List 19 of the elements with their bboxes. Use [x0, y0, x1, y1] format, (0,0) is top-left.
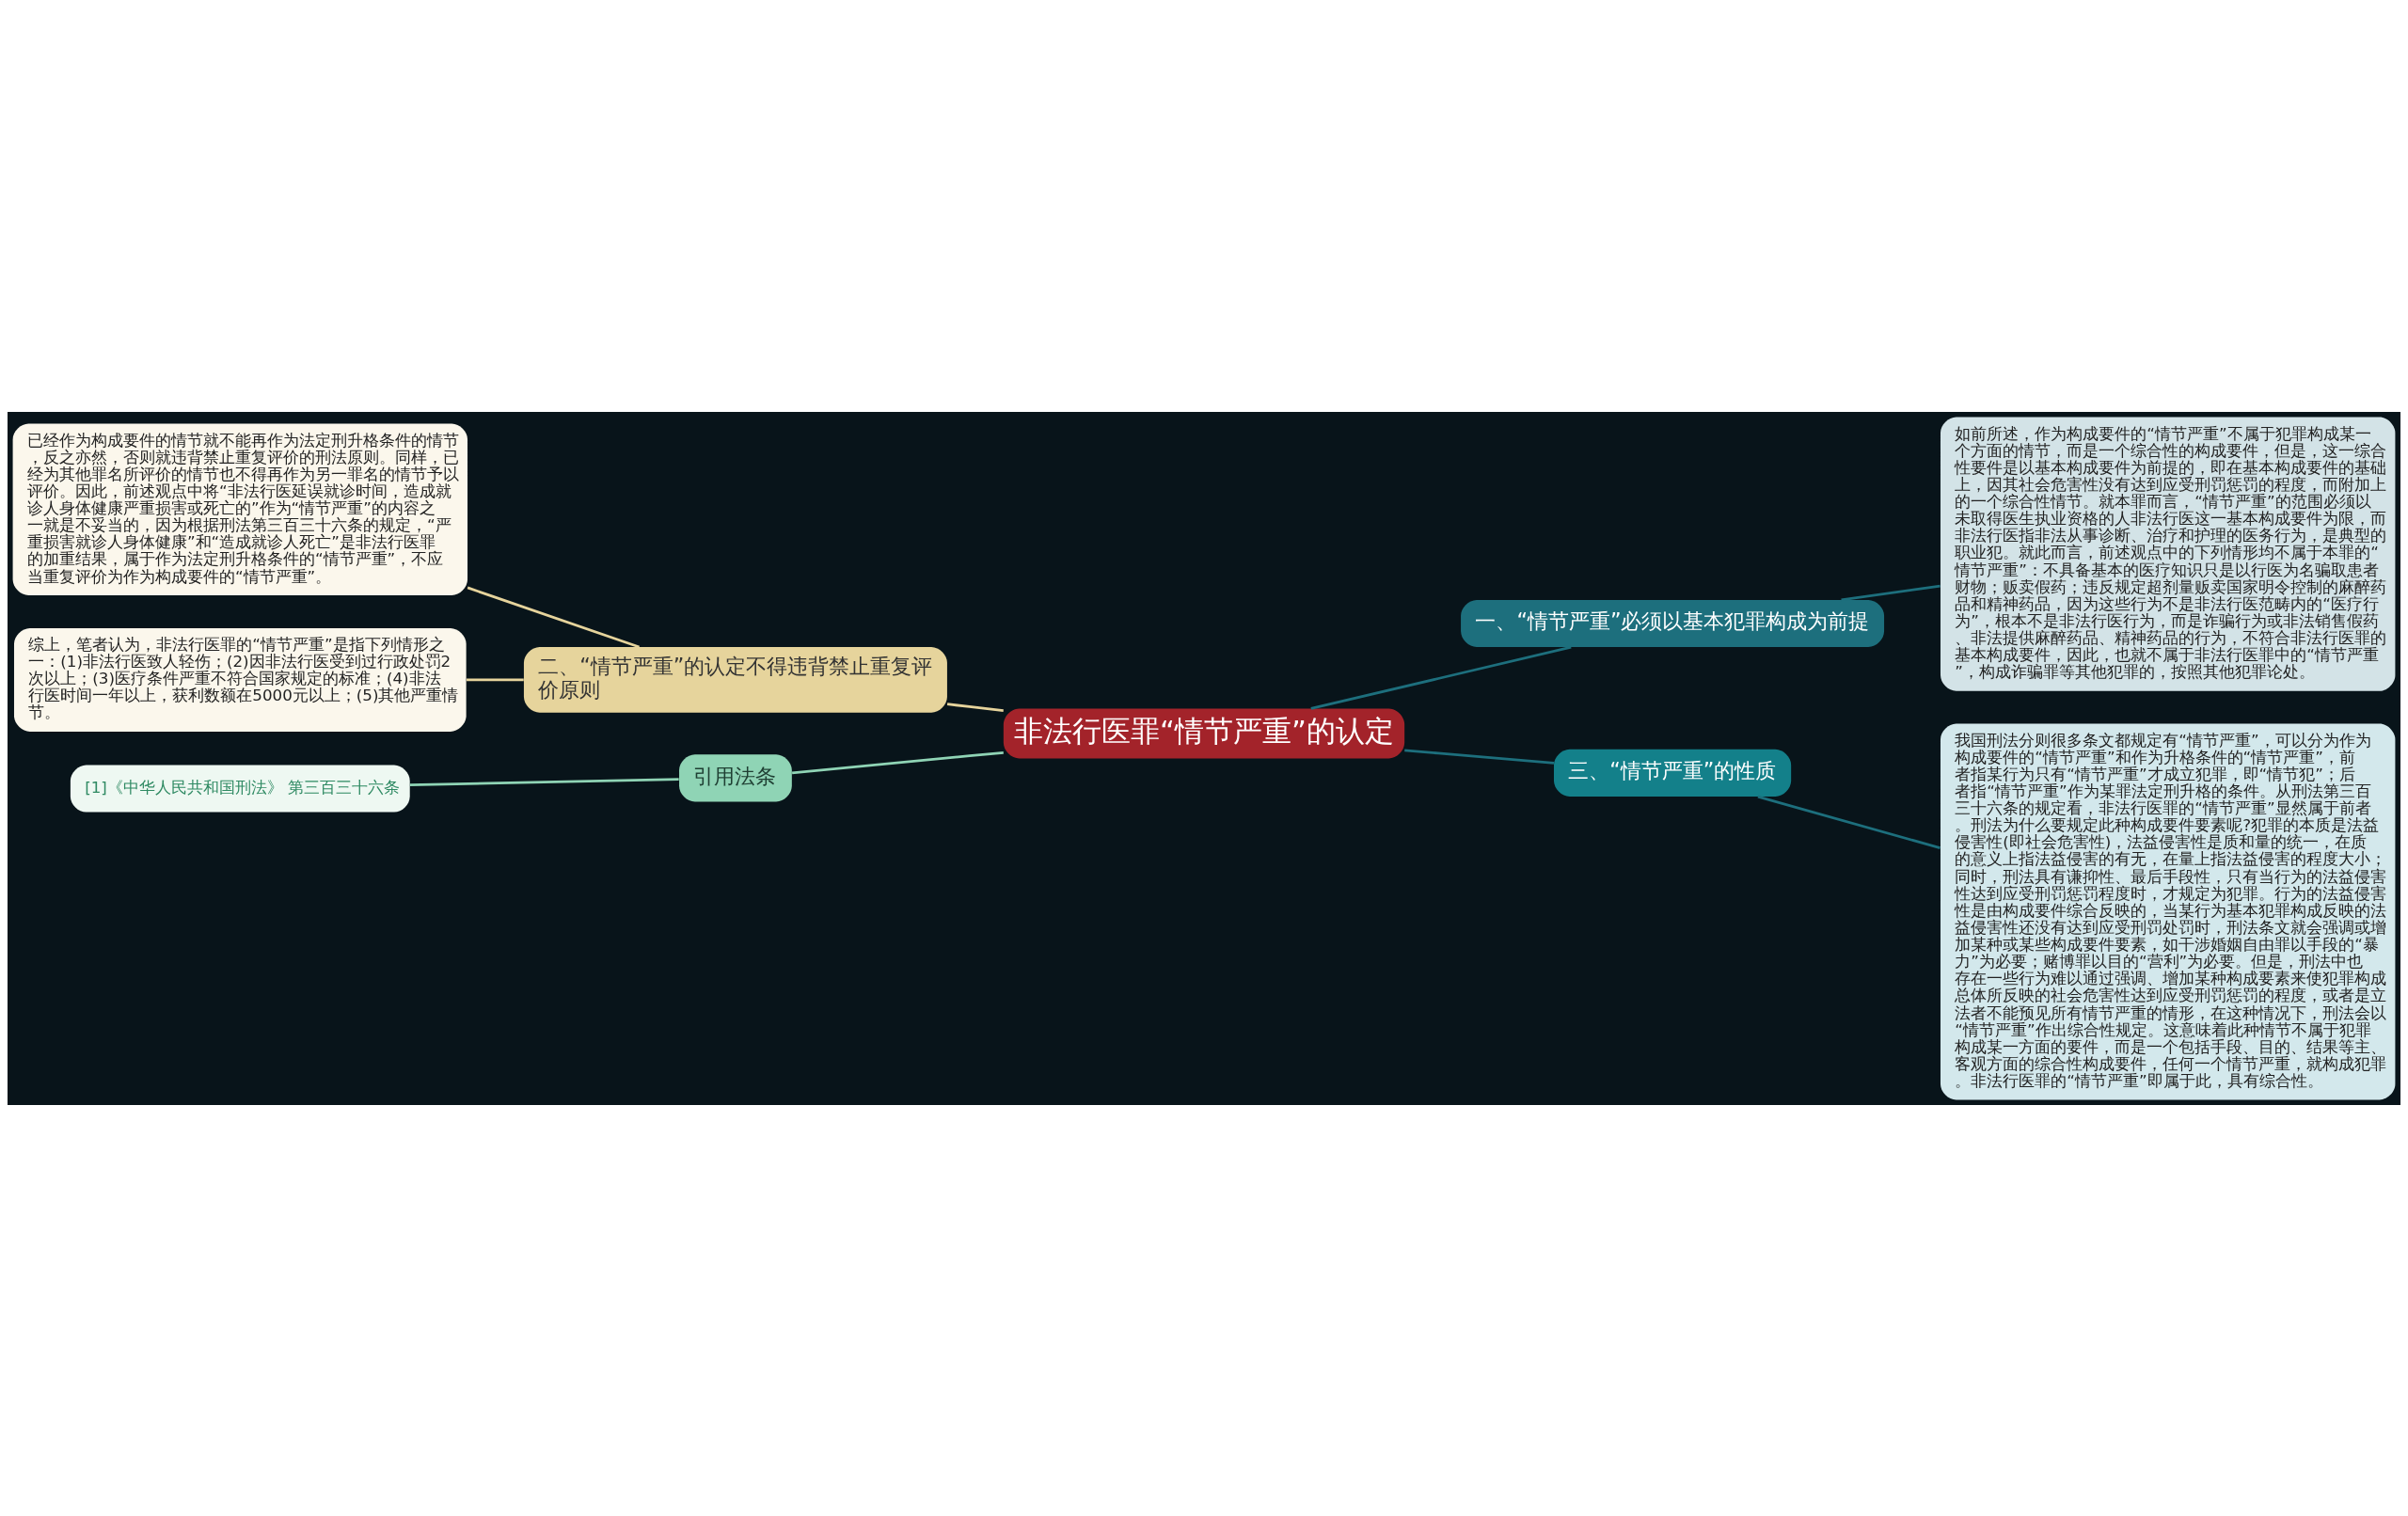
- node-box: 综上，笔者认为，非法行医罪的“情节严重”是指下列情形之一：(1)非法行医致人轻伤；(2)因非法行医受到过行政处罚2次以上；(3)医疗条件严重不符合国家规定的标准；(4)非法行医时间一年以上，获利数额在5000元以上；(5)其他严重情节。: [14, 627, 467, 732]
- node-box: 三、“情节严重”的性质: [1554, 749, 1792, 797]
- connector: [791, 750, 1004, 774]
- node-box: 二、“情节严重”的认定不得违背禁止重复评价原则: [523, 646, 947, 713]
- connector: [1841, 584, 1941, 601]
- node-box: 已经作为构成要件的情节就不能再作为法定刑升格条件的情节，反之亦然，否则就违背禁止重复评价的刑法原则。同样，已经为其他罪名所评价的情节也不得再作为另一罪名的情节予以评价。因此，前述观点中将“非法行医延误就诊时间，造成就诊人身体健康严重损害或死亡的”作为“情节严重”的内容之一就是不妥当的，因为根据刑法第三百三十六条的规定，“严重损害就诊人身体健康”和“造成就诊人死亡”是非法行医罪的加重结果，属于作为法定刑升格条件的“情节严重”，不应当重复评价为作为构成要件的“情节严重”。: [12, 423, 467, 595]
- node-box: 一、“情节严重”必须以基本犯罪构成为前提: [1461, 599, 1885, 647]
- node-box: 如前所述，作为构成要件的“情节严重”不属于犯罪构成某一个方面的情节，而是一个综合性的构成要件，但是，这一综合性要件是以基本构成要件为前提的，即在基本构成要件的基础上，因其社会危害性没有达到应受刑罚惩罚的程度，而附加上的一个综合性情节。就本罪而言，“情节严重”的范围必须以未取得医生执业资格的人非法行医这一基本构成要件为限，而非法行医指非法从事诊断、治疗和护理的医务行为，是典型的职业犯。就此而言，前述观点中的下列情形均不属于本罪的“情节严重”：不具备基本的医疗知识只是以行医为名骗取患者财物；贩卖假药；违反规定超剂量贩卖国家明令控制的麻醉药品和精神药品，因为这些行为不是非法行医范畴内的“医疗行为”，根本不是非法行医行为，而是诈骗行为或非法销售假药、非法提供麻醉药品、精神药品的行为，不符合非法行医罪的基本构成要件，因此，也就不属于非法行医罪中的“情节严重”，构成诈骗罪等其他犯罪的，按照其他犯罪论处。: [1941, 417, 2396, 691]
- connector: [946, 702, 1004, 712]
- connector: [1757, 795, 1941, 849]
- connector: [409, 777, 679, 786]
- connector: [467, 678, 524, 681]
- connector: [1310, 645, 1572, 710]
- node-box: [1]《中华人民共和国刑法》 第三百三十六条: [70, 764, 410, 813]
- node-box: 非法行医罪“情节严重”的认定: [1003, 708, 1405, 758]
- node-box: 引用法条: [679, 753, 792, 801]
- connector: [467, 586, 641, 648]
- node-box: 我国刑法分则很多条文都规定有“情节严重”，可以分为作为构成要件的“情节严重”和作为升格条件的“情节严重”，前者指某行为只有“情节严重”才成立犯罪，即“情节犯”；后者指“情节严重”作为某罪法定刑升格的条件。从刑法第三百三十六条的规定看，非法行医罪的“情节严重”显然属于前者。刑法为什么要规定此种构成要件要素呢?犯罪的本质是法益侵害性(即社会危害性)，法益侵害性是质和量的统一，在质的意义上指法益侵害的有无，在量上指法益侵害的程度大小；同时，刑法具有谦抑性、最后手段性，只有当行为的法益侵害性达到应受刑罚惩罚程度时，才规定为犯罪。行为的法益侵害性是由构成要件综合反映的，当某行为基本犯罪构成反映的法益侵害性还没有达到应受刑罚处罚时，刑法条文就会强调或增加某种或某些构成要件要素，如干涉婚姻自由罪以手段的“暴力”为必要；赌博罪以目的“营利”为必要。但是，刑法中也存在一些行为难以通过强调、增加某种构成要素来使犯罪构成总体所反映的社会危害性达到应受刑罚惩罚的程度，或者是立法者不能预见所有情节严重的情形，在这种情况下，刑法会以“情节严重”作出综合性规定。这意味着此种情节不属于犯罪构成某一方面的要件，而是一个包括手段、目的、结果等主、客观方面的综合性构成要件，任何一个情节严重，就构成犯罪。非法行医罪的“情节严重”即属于此，具有综合性。: [1941, 723, 2396, 1099]
- connector: [1404, 749, 1555, 765]
